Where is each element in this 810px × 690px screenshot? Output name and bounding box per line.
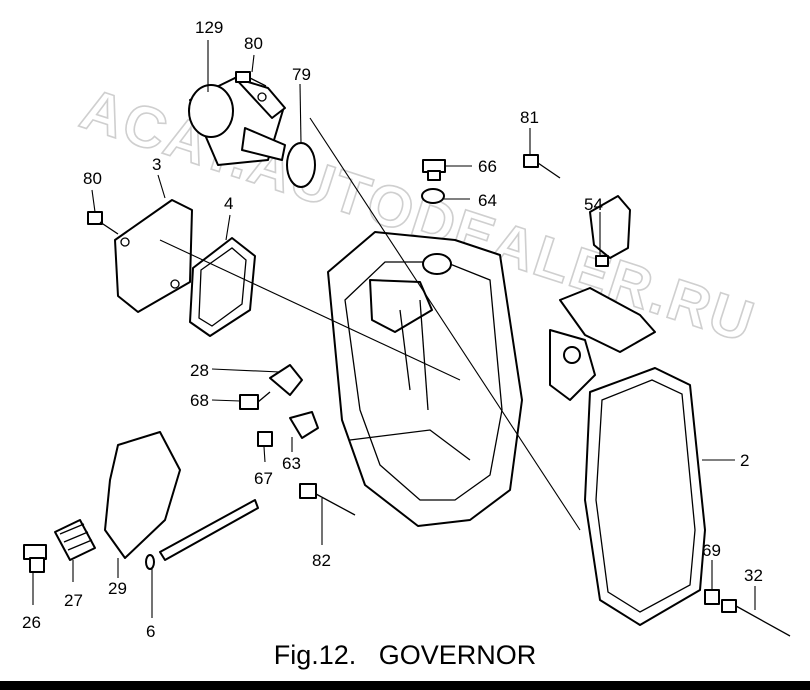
part-bolt-32	[721, 599, 791, 637]
part-gasket-3	[114, 199, 193, 313]
part-plug-66	[422, 159, 446, 181]
part-spring-27	[54, 519, 96, 561]
callout-labels: 129 80 79 3 80 4 81 66 64 54 28 68 67 63…	[22, 18, 763, 640]
part-bolt-81	[523, 154, 561, 179]
callout-66: 66	[478, 157, 497, 176]
callout-79: 79	[292, 65, 311, 84]
part-washer-64	[421, 188, 445, 204]
part-lever-29	[104, 431, 181, 559]
callout-80: 80	[83, 169, 102, 188]
bottom-rule	[0, 681, 810, 690]
part-clip-63	[289, 411, 319, 439]
figure-caption: Fig.12. GOVERNOR	[0, 640, 810, 671]
figure-number: Fig.12.	[273, 640, 357, 670]
callout-2: 2	[740, 451, 749, 470]
part-lever-assembly-54	[549, 195, 656, 401]
part-nut-69	[704, 589, 720, 605]
callout-64: 64	[478, 191, 497, 210]
callout-80: 80	[244, 34, 263, 53]
callout-82: 82	[312, 551, 331, 570]
callout-67: 67	[254, 469, 273, 488]
part-bolt-67	[257, 431, 273, 447]
part-plug-26	[23, 544, 47, 573]
part-bolt-80-top	[235, 71, 267, 87]
part-gasket-4	[189, 237, 256, 337]
part-bolt-82	[299, 483, 356, 516]
callout-81: 81	[520, 108, 539, 127]
callout-54: 54	[584, 195, 603, 214]
part-governor-housing	[327, 231, 523, 527]
exploded-parts-diagram: ACAT.AUTODEALER.RU	[22, 18, 791, 640]
callout-68: 68	[190, 391, 209, 410]
part-solenoid-129	[188, 77, 286, 166]
part-plate-28	[269, 364, 303, 396]
callout-4: 4	[224, 194, 233, 213]
gasket-hole	[120, 237, 130, 247]
callout-27: 27	[64, 591, 83, 610]
callout-26: 26	[22, 613, 41, 632]
gasket-hole	[170, 279, 180, 289]
callout-6: 6	[146, 622, 155, 640]
callout-29: 29	[108, 579, 127, 598]
leader-lines	[32, 40, 756, 618]
part-cover-gasket-2	[584, 367, 706, 626]
callout-3: 3	[152, 155, 161, 174]
figure-title: GOVERNOR	[378, 640, 537, 670]
callout-32: 32	[744, 566, 763, 585]
part-bolt-80-left	[87, 211, 119, 235]
callout-129: 129	[195, 18, 223, 37]
callout-28: 28	[190, 361, 209, 380]
callout-69: 69	[702, 541, 721, 560]
part-shaft-6	[145, 499, 259, 570]
callout-63: 63	[282, 454, 301, 473]
part-o-ring-79	[286, 142, 316, 188]
part-bolt-68	[239, 391, 271, 410]
